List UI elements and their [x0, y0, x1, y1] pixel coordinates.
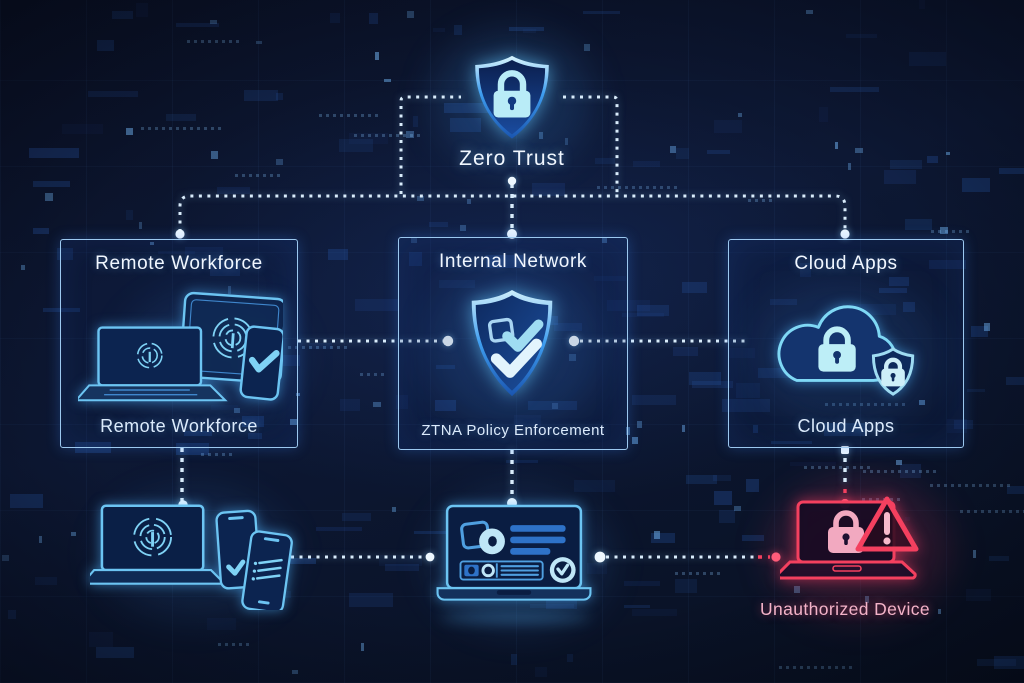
document-scan-glyph [460, 520, 505, 555]
warning-triangle [855, 496, 919, 552]
laptop-fingerprint [90, 504, 228, 585]
check-glyph-lower [490, 338, 542, 378]
cloud-lock-icon [777, 305, 915, 396]
laptop-underglow [440, 612, 590, 622]
node-dot [507, 176, 517, 186]
multi-device-auth-icon [78, 291, 283, 402]
connector-tree [178, 194, 847, 232]
internal-network-caption: ZTNA Policy Enforcement [421, 422, 605, 439]
node-dot [507, 229, 517, 239]
unauthorized-device-label: Unauthorized Device [759, 599, 931, 619]
zero-trust-boundary-left [399, 95, 461, 194]
node-dot [425, 552, 435, 562]
warning-laptop-icon [780, 496, 919, 580]
laptop-fingerprint [78, 326, 228, 402]
user-devices-icon [90, 504, 293, 610]
ztna-dashboard-laptop-icon [436, 504, 592, 601]
lock-glyph [493, 70, 531, 118]
node-square-dot [841, 446, 849, 454]
internal-network-title: Internal Network [439, 251, 587, 272]
policy-document-glyph [487, 317, 515, 343]
node-dot [175, 229, 185, 239]
shield-check-icon [471, 289, 553, 397]
cloud-lock-glyph [818, 326, 856, 372]
text-bars [510, 525, 566, 555]
cloud-apps-title: Cloud Apps [794, 253, 898, 274]
shield-lock-badge [871, 347, 915, 396]
remote-workforce-title: Remote Workforce [95, 253, 263, 274]
shield-lock-icon [475, 55, 549, 139]
cloud-apps-caption: Cloud Apps [797, 416, 895, 436]
status-panel [459, 560, 544, 581]
verified-badge [549, 557, 576, 583]
zero-trust-label: Zero Trust [459, 147, 565, 170]
node-dot [442, 335, 454, 347]
remote-workforce-caption: Remote Workforce [100, 416, 258, 436]
phone-check [239, 325, 283, 401]
laptop-notch [496, 590, 532, 595]
phone-list [241, 530, 293, 610]
check-glyph-upper [502, 319, 544, 352]
alert-dot [771, 552, 781, 562]
laptop-base [780, 560, 917, 580]
zero-trust-boundary-right [563, 95, 619, 194]
node-dot [840, 229, 850, 239]
lock-glyph [828, 510, 864, 553]
node-dot [568, 335, 580, 347]
node-dot [594, 551, 606, 563]
laptop-notch [832, 565, 862, 572]
